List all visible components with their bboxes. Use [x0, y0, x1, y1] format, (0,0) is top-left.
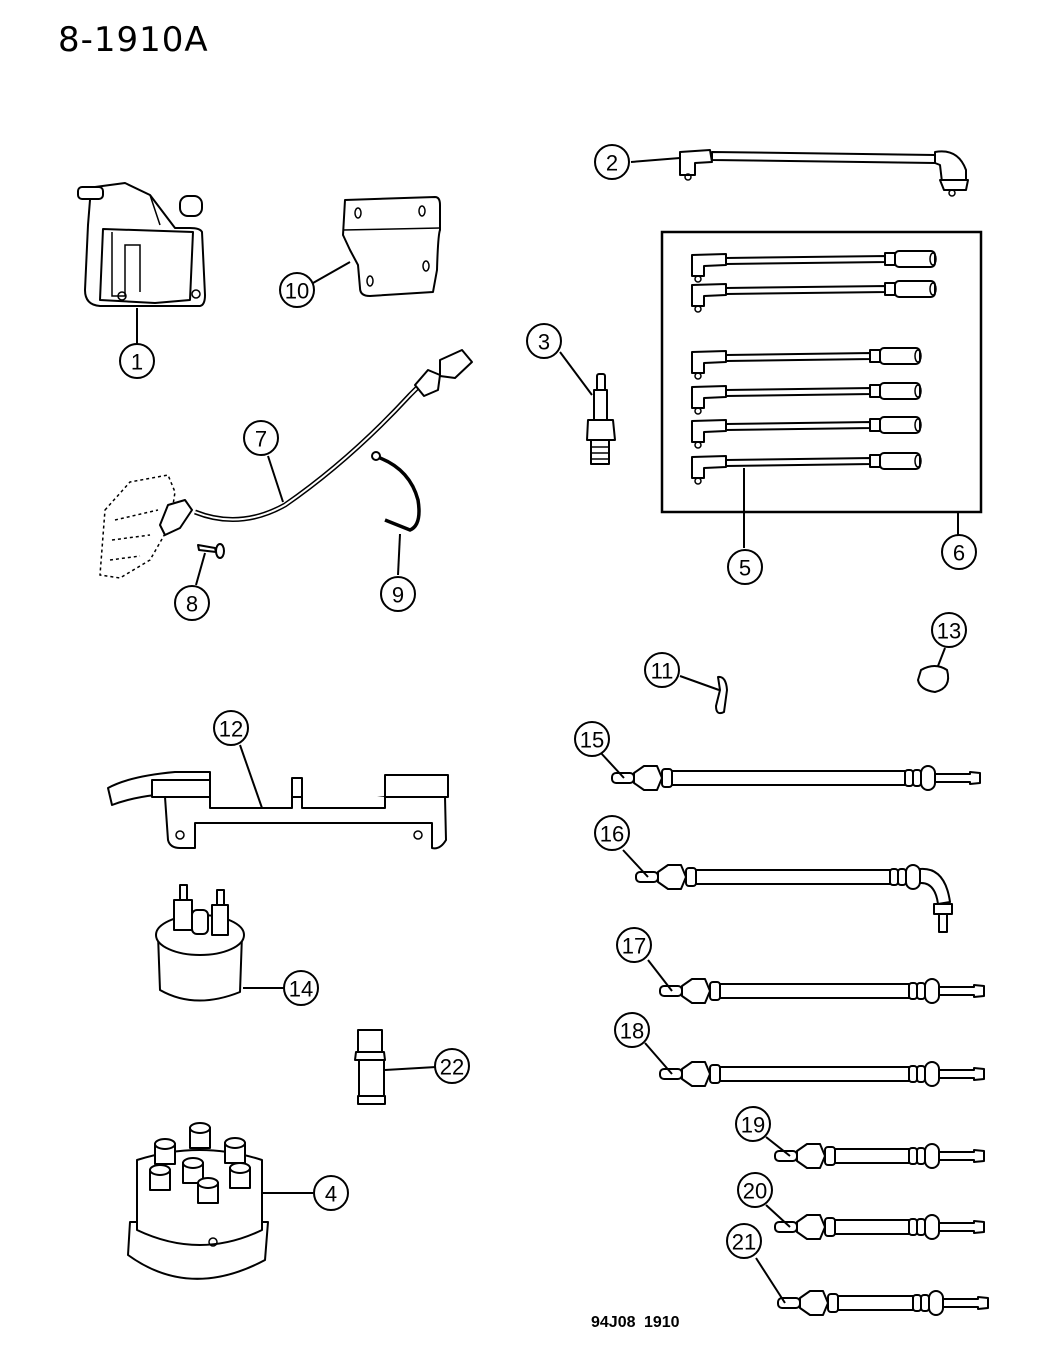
- cap-tower: [197, 1177, 219, 1204]
- callout-2[interactable]: 2: [594, 144, 630, 180]
- callout-18[interactable]: 18: [614, 1012, 650, 1048]
- callout-3[interactable]: 3: [526, 323, 562, 359]
- part-wire-separator-bracket[interactable]: [107, 771, 449, 850]
- part-ignition-coil[interactable]: [77, 182, 206, 307]
- part-distributor-cap[interactable]: [127, 1122, 269, 1280]
- callout-label: 1: [131, 350, 143, 375]
- callout-19[interactable]: 19: [735, 1106, 771, 1142]
- callout-label: 9: [392, 583, 404, 608]
- part-boot[interactable]: [917, 665, 950, 693]
- callout-label: 3: [538, 330, 550, 355]
- callout-label: 22: [440, 1055, 464, 1080]
- cap-tower: [154, 1138, 176, 1165]
- cap-tower: [149, 1164, 171, 1191]
- part-spark-plug[interactable]: [586, 373, 616, 465]
- callout-label: 5: [739, 556, 751, 581]
- part-coil-bracket[interactable]: [342, 196, 441, 297]
- figure-title: 8-1910A: [58, 20, 209, 60]
- callout-11[interactable]: 11: [644, 652, 680, 688]
- callout-label: 19: [741, 1113, 765, 1138]
- callout-17[interactable]: 17: [616, 927, 652, 963]
- callout-20[interactable]: 20: [737, 1172, 773, 1208]
- part-wire-20[interactable]: [774, 1214, 985, 1240]
- callout-label: 15: [580, 728, 604, 753]
- callout-label: 10: [285, 279, 309, 304]
- callout-5[interactable]: 5: [727, 549, 763, 585]
- wire-set-wire: [691, 280, 937, 313]
- part-wire-19[interactable]: [774, 1143, 985, 1169]
- callout-21[interactable]: 21: [726, 1223, 762, 1259]
- wire-set-wires: [691, 250, 937, 485]
- callout-12[interactable]: 12: [213, 710, 249, 746]
- callout-14[interactable]: 14: [283, 970, 319, 1006]
- callout-label: 13: [937, 619, 961, 644]
- part-coil-wire[interactable]: [679, 149, 969, 197]
- callout-4[interactable]: 4: [313, 1175, 349, 1211]
- part-wire-18[interactable]: [659, 1061, 985, 1087]
- callout-9[interactable]: 9: [380, 576, 416, 612]
- callout-label: 16: [600, 822, 624, 847]
- callout-label: 11: [651, 659, 674, 684]
- cap-tower: [189, 1122, 211, 1149]
- callout-13[interactable]: 13: [931, 612, 967, 648]
- part-bolt[interactable]: [197, 543, 225, 559]
- wire-set-wire: [691, 452, 922, 485]
- callout-22[interactable]: 22: [434, 1048, 470, 1084]
- callout-label: 8: [186, 592, 198, 617]
- part-adapter-fitting[interactable]: [354, 1029, 386, 1105]
- callout-label: 12: [219, 717, 243, 742]
- callout-15[interactable]: 15: [574, 721, 610, 757]
- callout-label: 20: [743, 1179, 767, 1204]
- cap-tower: [229, 1162, 251, 1189]
- callout-label: 18: [620, 1019, 644, 1044]
- part-wire-21[interactable]: [777, 1290, 989, 1316]
- part-wire-16-angled[interactable]: [635, 864, 953, 933]
- callout-label: 4: [325, 1182, 337, 1207]
- callout-label: 6: [953, 541, 965, 566]
- callout-label: 7: [255, 427, 267, 452]
- part-sensor-harness[interactable]: [99, 349, 473, 579]
- callout-label: 14: [289, 977, 313, 1002]
- callout-16[interactable]: 16: [594, 815, 630, 851]
- callout-8[interactable]: 8: [174, 585, 210, 621]
- callout-10[interactable]: 10: [279, 272, 315, 308]
- cap-tower: [182, 1157, 204, 1184]
- callout-1[interactable]: 1: [119, 343, 155, 379]
- part-wire-clip[interactable]: [715, 675, 728, 715]
- wire-set-wire: [691, 382, 922, 415]
- part-ground-strap[interactable]: [371, 451, 421, 532]
- wire-set-wire: [691, 347, 922, 380]
- wire-set-wire: [691, 416, 922, 449]
- cap-tower: [224, 1137, 246, 1164]
- part-spark-plug-wire-set[interactable]: [660, 230, 983, 514]
- callout-label: 17: [622, 934, 646, 959]
- callout-label: 2: [606, 151, 618, 176]
- part-coil-canister[interactable]: [155, 884, 245, 1002]
- part-wire-17[interactable]: [659, 978, 985, 1004]
- callout-6[interactable]: 6: [941, 534, 977, 570]
- drawing-code: 94J08 1910: [591, 1314, 680, 1331]
- callout-7[interactable]: 7: [243, 420, 279, 456]
- wire-set-wire: [691, 250, 937, 283]
- callout-label: 21: [732, 1230, 756, 1255]
- part-wire-15[interactable]: [611, 765, 981, 791]
